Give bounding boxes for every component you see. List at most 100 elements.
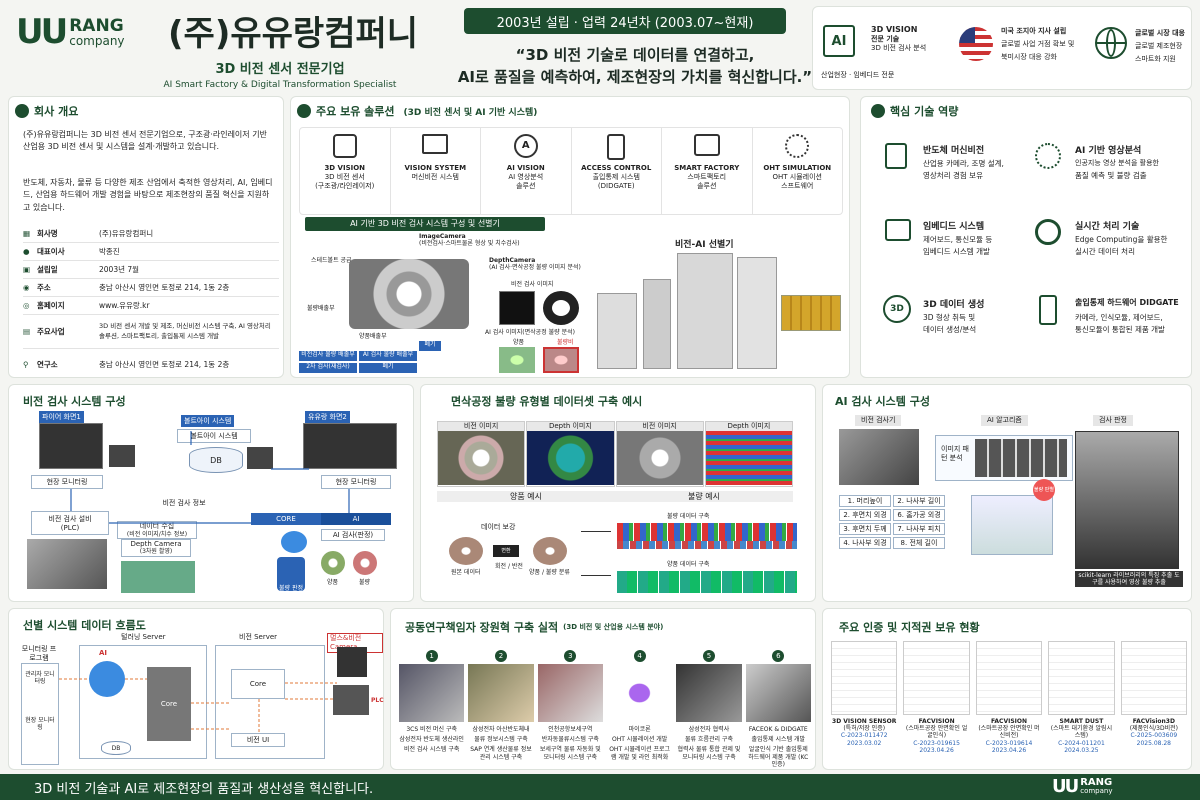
footer-bar: 3D 비전 기술과 AI로 제조현장의 품질과 생산성을 혁신합니다. UU R… (0, 774, 1200, 800)
ai-steps: 1. 머리높이 2. 나사부 길이 2. 후면치 외경 6. 홈가공 외경 3.… (839, 495, 949, 549)
bad-vision-image (616, 430, 703, 485)
header-badges: AI 3D VISION 전문 기술 3D 비전 검사 분석 산업현장 · 임베… (812, 6, 1192, 90)
depth-camera-box: Depth Camera(3차원 촬영) (121, 539, 191, 557)
data-collect-box: 데이터 수집(비전 이미지/치수 정보) (117, 521, 197, 539)
btn-ai-defect: AI 검사 불량 배출부 (359, 351, 417, 361)
arrow-to-good (581, 575, 611, 576)
core-item: 반도체 머신비전 산업용 카메라, 조명 설계, 영상처리 경험 보유 (873, 137, 1023, 207)
screen2-label: 유유랑 화면2 (305, 411, 350, 423)
logo-sub: company (69, 33, 125, 48)
ai-tab1: 비전 검사기 (855, 415, 902, 426)
core-item: 3D 3D 데이터 생성 3D 형상 취득 및 데이터 생성/분석 (873, 291, 1023, 361)
vision-sys-title: 비전 검사 시스템 구성 (23, 395, 126, 408)
bad-build-strip2 (617, 541, 797, 549)
step-box: 2. 후면치 외경 (839, 509, 891, 521)
gear-icon (871, 104, 885, 118)
ai-robot-image (839, 429, 919, 485)
brain-ai-icon (281, 531, 307, 553)
cert-doc (1048, 641, 1115, 715)
dataset-panel: 면삭공정 불량 유형별 데이터셋 구축 예시 비전 이미지 Depth 이미지 … (420, 384, 816, 602)
vision-flow-arrows (70, 431, 350, 524)
step-box: 3. 후면치 두께 (839, 523, 891, 535)
flow-runner-label: 털러닝 Server (121, 633, 166, 641)
ai-sys-title: AI 검사 시스템 구성 (835, 395, 930, 408)
badge1-title: 3D VISION (871, 25, 918, 34)
flow-title: 선별 시스템 데이터 흐름도 (23, 619, 146, 632)
project-photo (468, 664, 534, 722)
aug-src (449, 537, 483, 565)
step-box: 7. 나사부 피치 (893, 523, 945, 535)
flow-vserver-label: 비전 Server (239, 633, 278, 641)
ui-screen-image (121, 561, 195, 593)
core-item: 실시간 처리 기술 Edge Computing을 활용한 실시간 데이터 처리 (1031, 213, 1191, 283)
badge3-l1: 글로벌 제조현장 (1135, 41, 1183, 50)
badge3-title: 글로벌 시장 대응 (1135, 29, 1185, 37)
header-quote-line1: “3D 비전 기술로 데이터를 연결하고, (515, 46, 755, 64)
badge2-l1: 글로벌 사업 거점 확보 및 (1001, 39, 1075, 48)
ai-bad-image (543, 347, 579, 373)
ai-chip-icon: AI (823, 25, 855, 57)
flow-ai-head (89, 661, 125, 697)
label-image-camera: ImageCamera(비전검사·스마트물론 형상 및 치수검사) (419, 233, 520, 248)
bolt-system-label: 볼트아이 시스템 (181, 415, 235, 427)
3d-icon: 3D (883, 295, 911, 323)
company-name: (주)유유랑컴퍼니 (168, 14, 419, 54)
project-photo (676, 664, 742, 722)
core-bar: CORE AI (251, 513, 391, 525)
ai-pattern-thumbs (975, 439, 1067, 477)
dataset-grid: 비전 이미지 Depth 이미지 비전 이미지 Depth 이미지 (437, 421, 793, 487)
step-box: 1. 머리높이 (839, 495, 891, 507)
btn-discard1: 폐기 (359, 363, 417, 373)
label-good: 양품 (513, 339, 525, 346)
bad-example-label: 불량 예시 (615, 491, 793, 502)
overview-title: 회사 개요 (34, 105, 79, 118)
certs-title: 주요 인증 및 지적권 보유 현황 (839, 621, 980, 634)
solutions-banner: AI 기반 3D 비전 검사 시스템 구성 및 선별기 (305, 217, 545, 231)
overview-p2: 반도체, 자동차, 물류 등 다양한 제조 산업에서 축적한 영상처리, AI,… (23, 178, 273, 212)
monitoring2: 현장 모니터링 (321, 475, 391, 489)
badge1-l1: 전문 기술 (871, 35, 900, 43)
aug-box: 변환 (493, 545, 519, 557)
monitoring1: 현장 모니터링 (31, 475, 103, 489)
ai-pattern-label: 이미지 패턴 분석 (941, 445, 969, 462)
bad-build-strip (617, 523, 797, 541)
bad-build-label: 불량 데이터 구축 (667, 513, 710, 520)
core-item: AI 기반 영상분석 인공지능 영상 분석을 활용한 품질 예측 및 불량 검출 (1031, 137, 1191, 207)
judge-icon (277, 557, 305, 591)
monitor-icon (422, 134, 449, 154)
projects-title: 공동연구책임자 장원혁 구축 실적 (405, 621, 559, 634)
arrow-to-bad (581, 531, 611, 532)
flow-ai-label: AI (99, 649, 108, 657)
screen1-label: 파이어 화면1 (39, 411, 84, 423)
ai-tab2: AI 알고리즘 (981, 415, 1028, 426)
clock-gear-icon (1035, 219, 1061, 245)
camera-icon (332, 134, 357, 158)
good-sample (321, 551, 345, 575)
augment-label: 데이터 보강 (481, 523, 516, 531)
defect-badge: 불량 판별 (1033, 479, 1055, 501)
flow-plc-label: PLC (371, 697, 384, 704)
ai-tab3: 검사 판정 (1093, 415, 1133, 426)
flow-db-icon: DB (101, 741, 131, 755)
label-ai-image: AI 검사 이미지(면삭공정 불량 분석) (485, 329, 575, 336)
flow-vui-box: 비전 UI (231, 733, 285, 747)
cert-doc (903, 641, 970, 715)
project-photo (745, 664, 811, 722)
project-photo (399, 664, 465, 722)
flow-core-box: Core (147, 667, 191, 741)
